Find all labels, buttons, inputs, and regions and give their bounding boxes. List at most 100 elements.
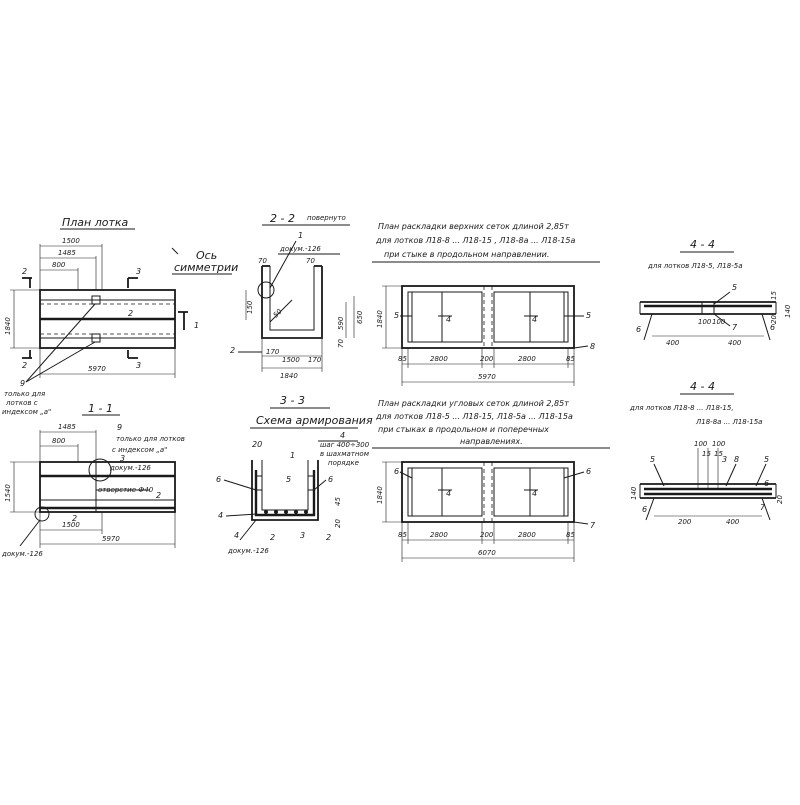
sec44a-label-7: 7	[732, 323, 738, 332]
sec33-bar-1	[264, 510, 268, 514]
sec44b-dim-20: 20	[776, 495, 784, 504]
sec11-label-9: 9	[117, 423, 122, 432]
cornergrid-label-4b: 4	[532, 489, 537, 498]
sec44a-dim-20: 20	[770, 315, 778, 324]
sec33-label-4c: 4	[234, 531, 239, 540]
sec44a-label-6b: 6	[770, 323, 775, 332]
sec22-dim-590: 590	[337, 316, 345, 330]
sec33-step-b: в шахматном	[320, 450, 370, 458]
cornergrid-mesh-right	[493, 467, 569, 517]
plan-axis-tick	[171, 247, 179, 255]
sec11-dim-800: 800	[52, 437, 66, 445]
corner-grid-layout: План раскладки угловых сеток длиной 2,85…	[372, 399, 610, 562]
plan-label-2: 2	[128, 309, 133, 318]
sec22-label-1: 1	[298, 231, 303, 240]
topgrid-label-4: 4	[446, 315, 451, 324]
sec33-rebar-cage	[254, 470, 316, 517]
plan-dim-1840: 1840	[4, 317, 12, 335]
top-grid-layout: План раскладки верхних сеток длиной 2,85…	[372, 222, 600, 386]
sec11-dokum2: докум.-126	[1, 550, 43, 558]
plan-note-a: только для	[4, 390, 45, 398]
topgrid-dim-1840: 1840	[376, 310, 384, 328]
sec44b-title: 4 - 4	[690, 380, 715, 393]
topgrid-dim-2800: 2800	[430, 355, 448, 363]
topgrid-dim-200: 200	[480, 355, 494, 363]
sec33-dim-45: 45	[334, 497, 342, 506]
plan-axis-label-b: симметрии	[174, 261, 238, 274]
sec33-label-6b: 6	[328, 475, 333, 484]
topgrid-label-5: 5	[394, 311, 399, 320]
sec44b-chamfers	[645, 497, 771, 521]
sec11-note-b: с индексом „а"	[112, 446, 167, 454]
sec22-dim-150: 150	[246, 300, 254, 314]
plan-dim-1485: 1485	[58, 249, 76, 257]
cornergrid-title-b: для лотков Л18-5 ... Л18-15, Л18-5а ... …	[375, 412, 573, 421]
plan-dim-800: 800	[52, 261, 66, 269]
plan-cut-1: 1	[194, 321, 199, 330]
sec33-bar-5	[304, 510, 308, 514]
sec33-profile-outer	[251, 460, 319, 521]
topgrid-outline	[401, 285, 575, 349]
cornergrid-label-4: 4	[446, 489, 451, 498]
cornergrid-dim-85: 85	[398, 531, 407, 539]
sec44b-dim-100b: 100	[712, 440, 726, 448]
cornergrid-label-7: 7	[590, 521, 596, 530]
sec11-label-2b: 2	[156, 491, 161, 500]
cornergrid-title-c: при стыках в продольном и поперечных	[378, 425, 549, 434]
cornergrid-dim-2800: 2800	[430, 531, 448, 539]
sec33-label-20: 20	[252, 440, 262, 449]
plan-leader-9a	[25, 303, 96, 383]
sec22-dokum: докум.-126	[279, 245, 321, 253]
cornergrid-mesh-left	[407, 467, 483, 517]
sec44a-subtitle: для лотков Л18-5, Л18-5а	[647, 262, 743, 270]
sec44b-label-7: 7	[760, 503, 766, 512]
sec44a-dim-400: 400	[666, 339, 680, 347]
sec44b-dim-15: 15	[702, 450, 711, 458]
sec11-title: 1 - 1	[88, 402, 113, 415]
cornergrid-label-6: 6	[394, 467, 399, 476]
sec44a-label-5: 5	[732, 283, 737, 292]
plan-note-b: лотков с	[5, 399, 38, 407]
sec44a-dim-140: 140	[784, 304, 792, 318]
sec33-title: 3 - 3	[280, 394, 305, 407]
topgrid-dim-85b: 85	[566, 355, 575, 363]
plan-axis-label-a: Ось	[196, 249, 217, 262]
sec33-label-6: 6	[216, 475, 221, 484]
plan-label-9: 9	[20, 379, 25, 388]
sec22-dim-170b: 170	[308, 356, 322, 364]
plan-title: План лотка	[62, 216, 129, 229]
sec33-label-4b: 4	[218, 511, 223, 520]
sec44a-dim-15: 15	[770, 291, 778, 300]
sec22-dim-1500: 1500	[282, 356, 300, 364]
section-3-3: 3 - 3 Схема армирования 4 шаг 400÷300 в …	[216, 394, 373, 555]
cornergrid-dim-6070: 6070	[478, 549, 496, 557]
sec44b-label-3: 3	[722, 455, 727, 464]
plan-leader-9b	[25, 341, 96, 383]
plan-cut-3-top: 3	[136, 267, 141, 276]
sec11-label-2: 2	[72, 514, 77, 523]
sec11-outline	[39, 461, 176, 513]
sec44a-dim-100: 100	[698, 318, 712, 326]
sec44b-leader-5	[653, 463, 665, 487]
sec33-subtitle: Схема армирования	[256, 414, 373, 427]
sec22-label-2: 2	[230, 346, 235, 355]
plan-insert-bottom	[91, 333, 101, 343]
sec22-detail-circle	[257, 281, 275, 299]
topgrid-title-b: для лотков Л18-8 ... Л18-15 , Л18-8а ...…	[375, 236, 575, 245]
cornergrid-leader-6	[399, 471, 413, 479]
plan-insert-top	[91, 295, 101, 305]
sec44b-label-8: 8	[734, 455, 739, 464]
sec44a-leader-5	[713, 291, 731, 305]
sec22-profile-outer	[261, 266, 323, 339]
topgrid-dim-2800b: 2800	[518, 355, 536, 363]
sec33-leader-6b	[313, 479, 327, 491]
sec22-dim-1840: 1840	[280, 372, 298, 380]
sec44b-dim-100: 100	[694, 440, 708, 448]
sec33-label-3: 3	[300, 531, 305, 540]
sec22-dim-70b: 70	[306, 257, 315, 265]
sec22-rotated: повернуто	[307, 214, 346, 222]
sec44b-dim-200: 200	[678, 518, 692, 526]
sec33-label-1: 1	[290, 451, 295, 460]
sec22-dim-50: 50	[272, 307, 284, 319]
